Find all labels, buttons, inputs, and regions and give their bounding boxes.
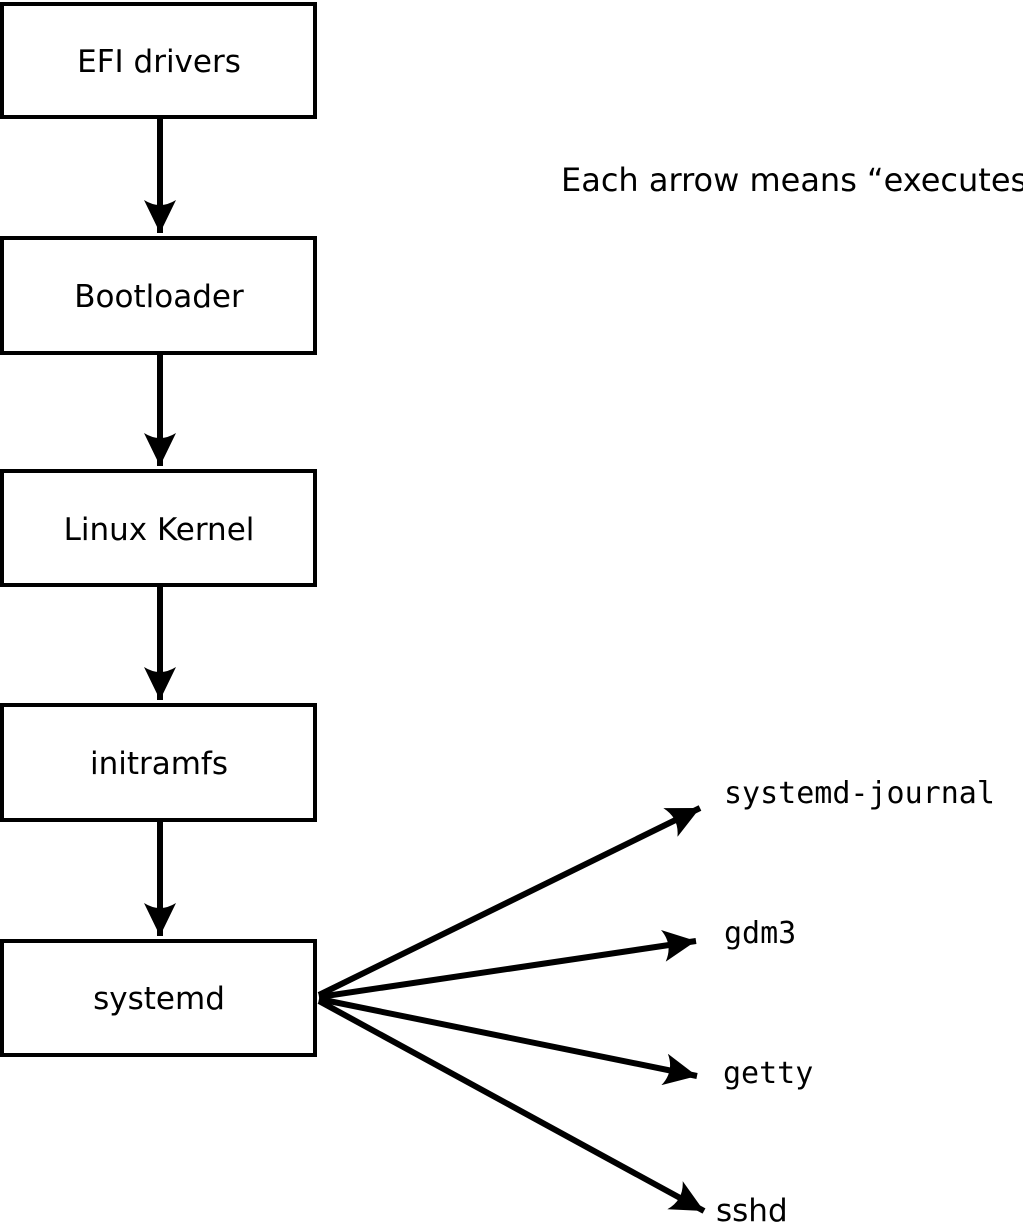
node-label-efi-drivers: EFI drivers <box>77 44 241 80</box>
arrow-systemd-to-sshd <box>317 998 706 1214</box>
node-label-systemd: systemd <box>93 981 225 1017</box>
node-label-linux-kernel: Linux Kernel <box>64 512 255 548</box>
arrow-systemd-to-getty <box>318 996 698 1086</box>
node-box-initramfs <box>0 703 317 822</box>
arrow-systemd-to-systemd-journal <box>317 805 702 998</box>
process-label-getty: getty <box>723 1056 813 1091</box>
node-box-bootloader <box>0 236 317 355</box>
node-box-linux-kernel <box>0 469 317 587</box>
node-box-efi-drivers <box>0 2 317 119</box>
process-label-systemd-journal: systemd-journal <box>724 776 995 811</box>
process-label-sshd: sshd <box>716 1193 788 1229</box>
node-box-systemd <box>0 939 317 1057</box>
process-label-gdm3: gdm3 <box>724 916 796 951</box>
arrow-systemd-to-gdm3 <box>318 930 697 1000</box>
arrow-legend-note: Each arrow means “executes”. <box>561 161 1023 199</box>
node-label-initramfs: initramfs <box>90 746 228 782</box>
node-label-bootloader: Bootloader <box>74 279 244 315</box>
